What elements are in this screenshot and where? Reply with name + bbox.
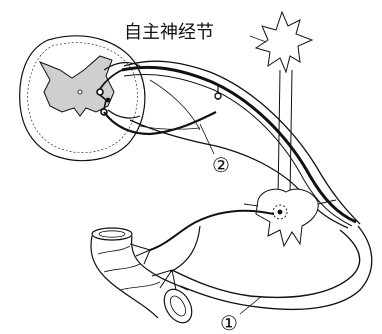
ganglion-synapse-dot xyxy=(278,210,283,215)
lower-ganglion xyxy=(256,189,318,246)
inner-fiber-arc-2 xyxy=(140,126,200,129)
nerve-ending-1 xyxy=(130,244,150,264)
central-canal xyxy=(78,90,82,94)
ganglion-label: 自主神经节 xyxy=(124,22,214,43)
postganglionic-fiber-middle xyxy=(170,226,200,272)
intestine-fold-1 xyxy=(98,246,130,254)
postganglionic-fiber-lower xyxy=(172,230,360,297)
upper-ganglion xyxy=(256,12,312,72)
preganglionic-fiber xyxy=(122,67,356,222)
fiber-label-2: ② xyxy=(212,153,230,177)
postganglionic-fiber-upper xyxy=(150,211,274,250)
dorsal-root-ganglion xyxy=(215,93,221,99)
fiber-label-1: ① xyxy=(220,311,238,334)
label-2-pointer xyxy=(200,124,214,154)
spinal-cord-section xyxy=(20,36,145,161)
neuron-body-upper xyxy=(97,89,103,95)
intestine-fold-2 xyxy=(104,264,140,272)
ganglion-label-pointer xyxy=(250,36,266,42)
intestine-upper-lumen xyxy=(99,231,125,237)
intestine xyxy=(91,228,197,328)
intestine-fold-3 xyxy=(120,282,160,290)
nerve-ending-2 xyxy=(152,270,176,290)
ganglion-process-left xyxy=(244,204,258,206)
